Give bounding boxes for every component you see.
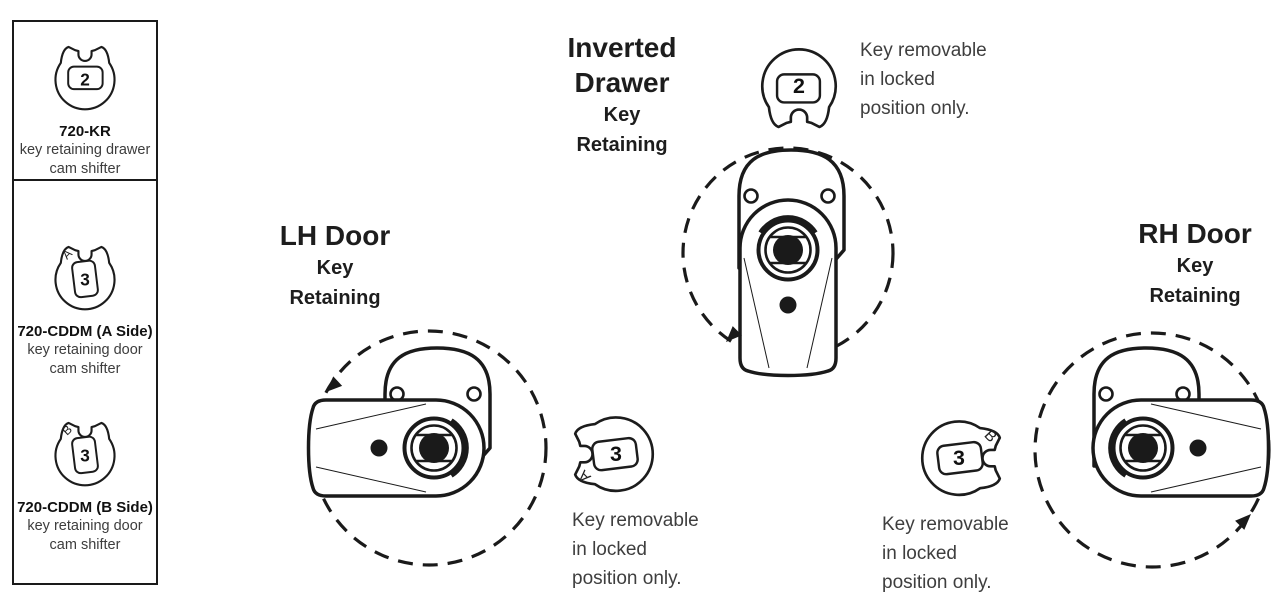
- cam-number: 3: [610, 442, 622, 466]
- note-line: position only.: [882, 572, 992, 593]
- part-number: 720-CDDM (B Side): [17, 499, 153, 516]
- subtitle-line: Key: [603, 104, 641, 126]
- rh-door-cam-icon: B 3: [920, 420, 1002, 497]
- legend-item-720kr: 2 720-KR key retaining drawer cam shifte…: [14, 22, 156, 181]
- title-line: Inverted: [567, 32, 677, 63]
- title-line: LH Door: [279, 220, 391, 251]
- note-line: Key removable: [882, 514, 1009, 535]
- legend-items-720cddm: A 3 720-CDDM (A Side) key retaining door…: [14, 181, 156, 555]
- part-desc-line: cam shifter: [49, 361, 121, 377]
- lh-door-cam-icon: A 3: [573, 416, 655, 493]
- note-line: Key removable: [860, 40, 987, 61]
- lh-door-lock-figure: [304, 329, 548, 567]
- cam-number: 3: [80, 270, 90, 290]
- cam-number: 3: [80, 446, 90, 466]
- note-line: position only.: [572, 568, 682, 589]
- note-line: in locked: [860, 69, 935, 90]
- rotation-arrow-icon: [726, 326, 742, 342]
- part-desc-line: key retaining drawer: [19, 142, 151, 158]
- cam-720kr-icon: 2: [54, 45, 116, 111]
- part-desc-line: key retaining door: [27, 342, 143, 358]
- title-line: RH Door: [1138, 218, 1252, 249]
- subtitle-line: Key: [316, 257, 354, 279]
- lh-door-title: LH Door Key Retaining: [250, 218, 420, 313]
- inverted-drawer-note: Key removable in locked position only.: [860, 36, 987, 123]
- cam-720cddm-a-icon: A 3: [54, 245, 116, 311]
- rotation-arrow-icon: [326, 376, 343, 392]
- rotation-dash-circle: [310, 329, 548, 567]
- rh-door-title: RH Door Key Retaining: [1110, 216, 1280, 311]
- cam-number: 2: [80, 70, 90, 90]
- subtitle-line: Retaining: [576, 134, 668, 156]
- part-number: 720-CDDM (A Side): [17, 323, 153, 340]
- note-line: position only.: [860, 98, 970, 119]
- rh-door-lock-figure: [1033, 331, 1273, 569]
- part-desc-line: key retaining door: [27, 518, 143, 534]
- cam-number: 3: [953, 446, 965, 470]
- cam-number: 2: [793, 74, 805, 98]
- note-line: in locked: [572, 539, 647, 560]
- part-number: 720-KR: [59, 123, 111, 140]
- note-line: Key removable: [572, 510, 699, 531]
- part-desc-line: cam shifter: [49, 161, 121, 177]
- parts-legend-panel: 2 720-KR key retaining drawer cam shifte…: [12, 20, 158, 585]
- subtitle-line: Retaining: [289, 287, 381, 309]
- inverted-drawer-title: Inverted Drawer Key Retaining: [537, 30, 707, 160]
- cam-720cddm-b-icon: B 3: [54, 421, 116, 487]
- rh-door-note: Key removable in locked position only.: [882, 510, 1009, 597]
- note-line: in locked: [882, 543, 957, 564]
- part-desc-line: cam shifter: [49, 537, 121, 553]
- rotation-arrow-icon: [1235, 514, 1251, 530]
- lh-door-note: Key removable in locked position only.: [572, 506, 699, 593]
- inverted-drawer-lock-figure: [681, 146, 895, 380]
- inverted-drawer-cam-icon: 2: [760, 48, 838, 129]
- title-line: Drawer: [574, 67, 670, 98]
- subtitle-line: Key: [1176, 255, 1214, 277]
- subtitle-line: Retaining: [1149, 285, 1241, 307]
